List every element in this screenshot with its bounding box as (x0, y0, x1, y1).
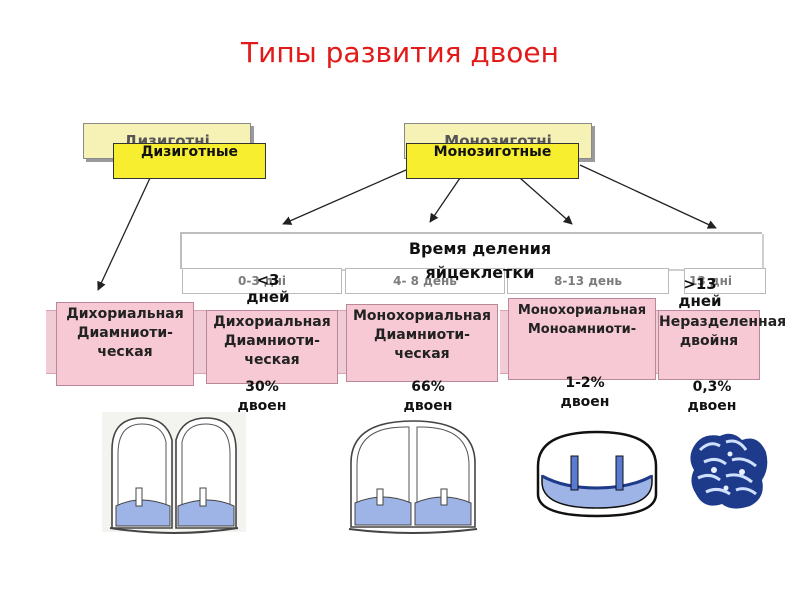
division-subtitle-2: 4- 8 день (345, 268, 505, 294)
division-time-band (180, 232, 762, 269)
dizygotic-label: Дизиготные (113, 143, 266, 179)
share-monoamniotic: 1-2% двоен (560, 375, 610, 410)
type-box-dizygotic: Дихориальная Диамниоти-ческая (56, 302, 194, 386)
time-label-less-3: <3 дней (246, 271, 290, 306)
type-box-dichorionic: Дихориальная Диамниоти-ческая (206, 310, 338, 384)
type-box-conjoined: Неразделенная двойня (658, 310, 786, 380)
share-dichorionic: 30% двоен (237, 379, 287, 414)
monoamniotic-illustration (536, 430, 658, 518)
division-subtitle-4: 13 дні (684, 268, 766, 294)
monozygotic-label: Монозиготные (406, 143, 579, 179)
type-box-monochorionic-diamniotic: Монохориальная Диамниоти-ческая (346, 304, 498, 382)
share-monochorionic-diamniotic: 66% двоен (403, 379, 453, 414)
type-box-monoamniotic: Монохориальная Моноамниоти- (508, 298, 656, 380)
slide-title: Типы развития двоен (241, 36, 559, 69)
time-label-more-13: >13 дней (678, 275, 722, 310)
division-title: Время деления яйцеклетки (408, 239, 552, 282)
division-subtitle-1: 0-3 дні (182, 268, 342, 294)
dichorionic-diamniotic-illustration (102, 412, 246, 534)
division-subtitle-3: 8-13 день (507, 268, 669, 294)
conjoined-twins-illustration (690, 433, 768, 509)
monochorionic-diamniotic-illustration (348, 420, 478, 534)
share-conjoined: 0,3% двоен (687, 379, 737, 414)
